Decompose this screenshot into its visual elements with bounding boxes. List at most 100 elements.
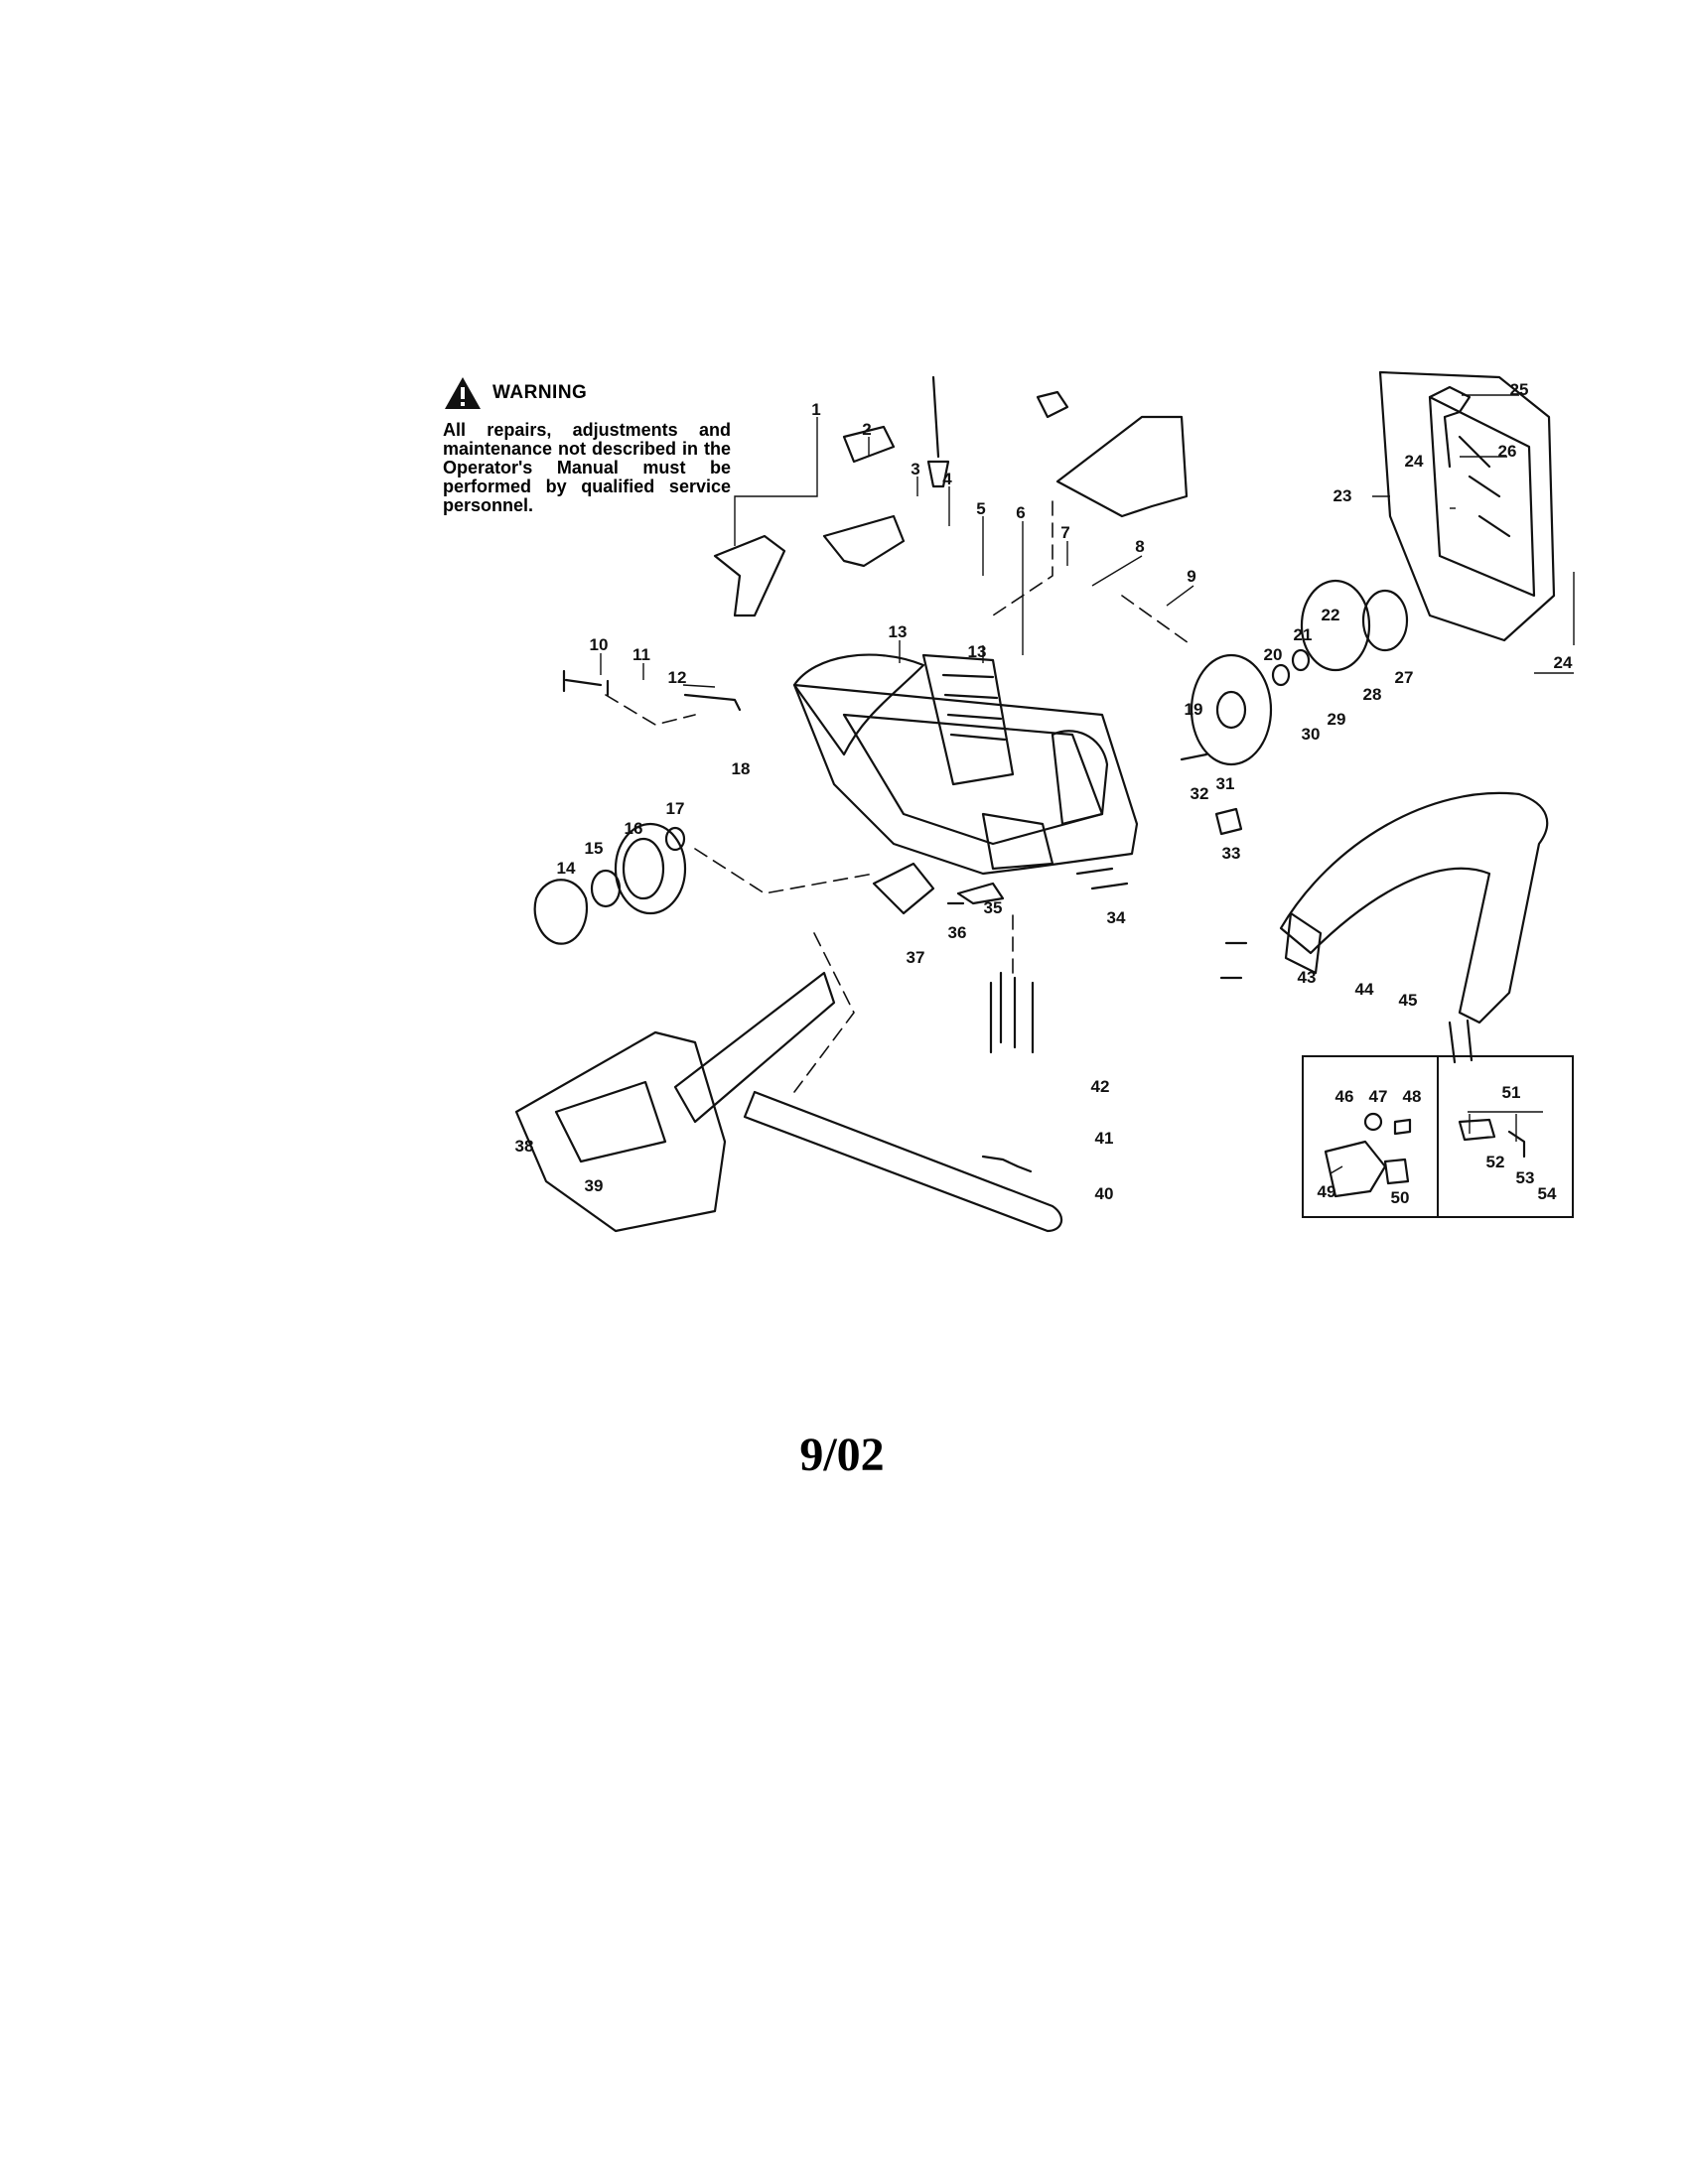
part-label-52: 52 (1486, 1153, 1505, 1171)
part-label-8: 8 (1135, 537, 1144, 556)
inset-box (1302, 1055, 1574, 1218)
housing-inner (842, 713, 1104, 846)
front-handle (1279, 791, 1549, 1024)
date-footer: 9/02 (799, 1429, 885, 1481)
part-label-51: 51 (1502, 1083, 1521, 1102)
part-label-42: 42 (1091, 1077, 1110, 1096)
part-label-46: 46 (1335, 1087, 1354, 1106)
part-label-38: 38 (515, 1137, 534, 1156)
warning-box: WARNING All repairs, adjustments and mai… (443, 375, 731, 515)
part-label-29: 29 (1328, 710, 1346, 729)
part-label-7: 7 (1060, 523, 1069, 542)
part-label-11: 11 (632, 645, 650, 664)
part-label-22: 22 (1322, 606, 1340, 624)
part-label-17: 17 (666, 799, 685, 818)
part-label-34: 34 (1107, 908, 1126, 927)
part-label-1: 1 (811, 400, 820, 419)
part-label-25: 25 (1510, 380, 1529, 399)
throttle-lockout (822, 514, 906, 568)
warning-triangle-icon (445, 377, 481, 409)
sprocket-cover (514, 1030, 727, 1233)
washer-17 (664, 826, 686, 852)
part-label-24-2: 24 (1554, 653, 1573, 672)
bolt-43 (1219, 941, 1248, 980)
clutch-shoe (533, 879, 589, 945)
part-label-12: 12 (668, 668, 687, 687)
part-label-24: 24 (1405, 452, 1424, 471)
muffler-shield (1055, 415, 1189, 518)
part-label-43: 43 (1298, 968, 1317, 987)
warning-text: All repairs, adjustments and maintenance… (443, 420, 731, 515)
part-label-3: 3 (911, 460, 919, 478)
bolt-10 (562, 669, 610, 697)
part-label-27: 27 (1395, 668, 1414, 687)
part-label-53: 53 (1516, 1168, 1535, 1187)
part-label-9: 9 (1187, 567, 1195, 586)
clutch-drum-inner (622, 837, 665, 900)
part-50 (1383, 1158, 1410, 1185)
clutch-drum (614, 822, 687, 915)
switch-bracket (842, 425, 896, 464)
part-label-6: 6 (1016, 503, 1025, 522)
part-label-37: 37 (907, 948, 925, 967)
chain-tensioner (673, 971, 836, 1124)
part-label-5: 5 (976, 499, 985, 518)
part-label-21: 21 (1294, 625, 1313, 644)
part-label-16: 16 (625, 819, 643, 838)
bolts-42 (989, 971, 1035, 1054)
part-label-20: 20 (1264, 645, 1283, 664)
bar-52 (1458, 1118, 1496, 1142)
seal-47 (1363, 1112, 1383, 1132)
guide-bar (743, 1090, 1063, 1233)
pin-32 (1180, 752, 1208, 761)
parts-art (514, 370, 1556, 1233)
part-label-2: 2 (862, 420, 871, 439)
flywheel-hub (1215, 690, 1247, 730)
part-label-48: 48 (1403, 1087, 1422, 1106)
part-label-36: 36 (948, 923, 967, 942)
washer-21 (1291, 648, 1311, 672)
part-48 (1393, 1118, 1412, 1136)
part-label-10: 10 (590, 635, 609, 654)
lever-35 (956, 882, 1005, 905)
cylinder-ribs (921, 653, 1015, 786)
plate-37 (872, 862, 935, 915)
oil-pump-46 (1324, 1140, 1387, 1198)
bar-53 (1507, 1130, 1526, 1159)
spring-12 (683, 693, 742, 712)
spark-plug (926, 375, 950, 488)
part-label-35: 35 (984, 898, 1003, 917)
part-label-50: 50 (1391, 1188, 1410, 1207)
flywheel (1190, 653, 1273, 766)
throttle-trigger (713, 534, 786, 617)
part-label-45: 45 (1399, 991, 1418, 1010)
washer-20 (1271, 663, 1291, 687)
part-label-28: 28 (1363, 685, 1382, 704)
handle-top (792, 653, 925, 756)
housing-body (792, 683, 1139, 876)
part-label-4: 4 (942, 470, 952, 488)
part-label-47: 47 (1369, 1087, 1388, 1106)
part-label-40: 40 (1095, 1184, 1114, 1203)
starter-housing (1378, 370, 1556, 642)
warning-heading: WARNING (443, 375, 731, 411)
clutch-washer (590, 869, 622, 908)
part-33 (1214, 807, 1243, 836)
part-label-23: 23 (1333, 486, 1352, 505)
part-label-54: 54 (1538, 1184, 1557, 1203)
part-label-32: 32 (1191, 784, 1209, 803)
part-label-19: 19 (1185, 700, 1203, 719)
part-label-31: 31 (1216, 774, 1235, 793)
part-label-33: 33 (1222, 844, 1241, 863)
part-label-26: 26 (1498, 442, 1517, 461)
saw-chain (981, 1155, 1033, 1173)
part-label-49: 49 (1318, 1182, 1336, 1201)
part-label-14: 14 (557, 859, 576, 878)
warning-title: WARNING (492, 382, 588, 403)
part-label-13-2: 13 (968, 642, 987, 661)
crank-case (1051, 730, 1109, 826)
air-filter (1036, 390, 1069, 419)
part-label-30: 30 (1302, 725, 1321, 744)
